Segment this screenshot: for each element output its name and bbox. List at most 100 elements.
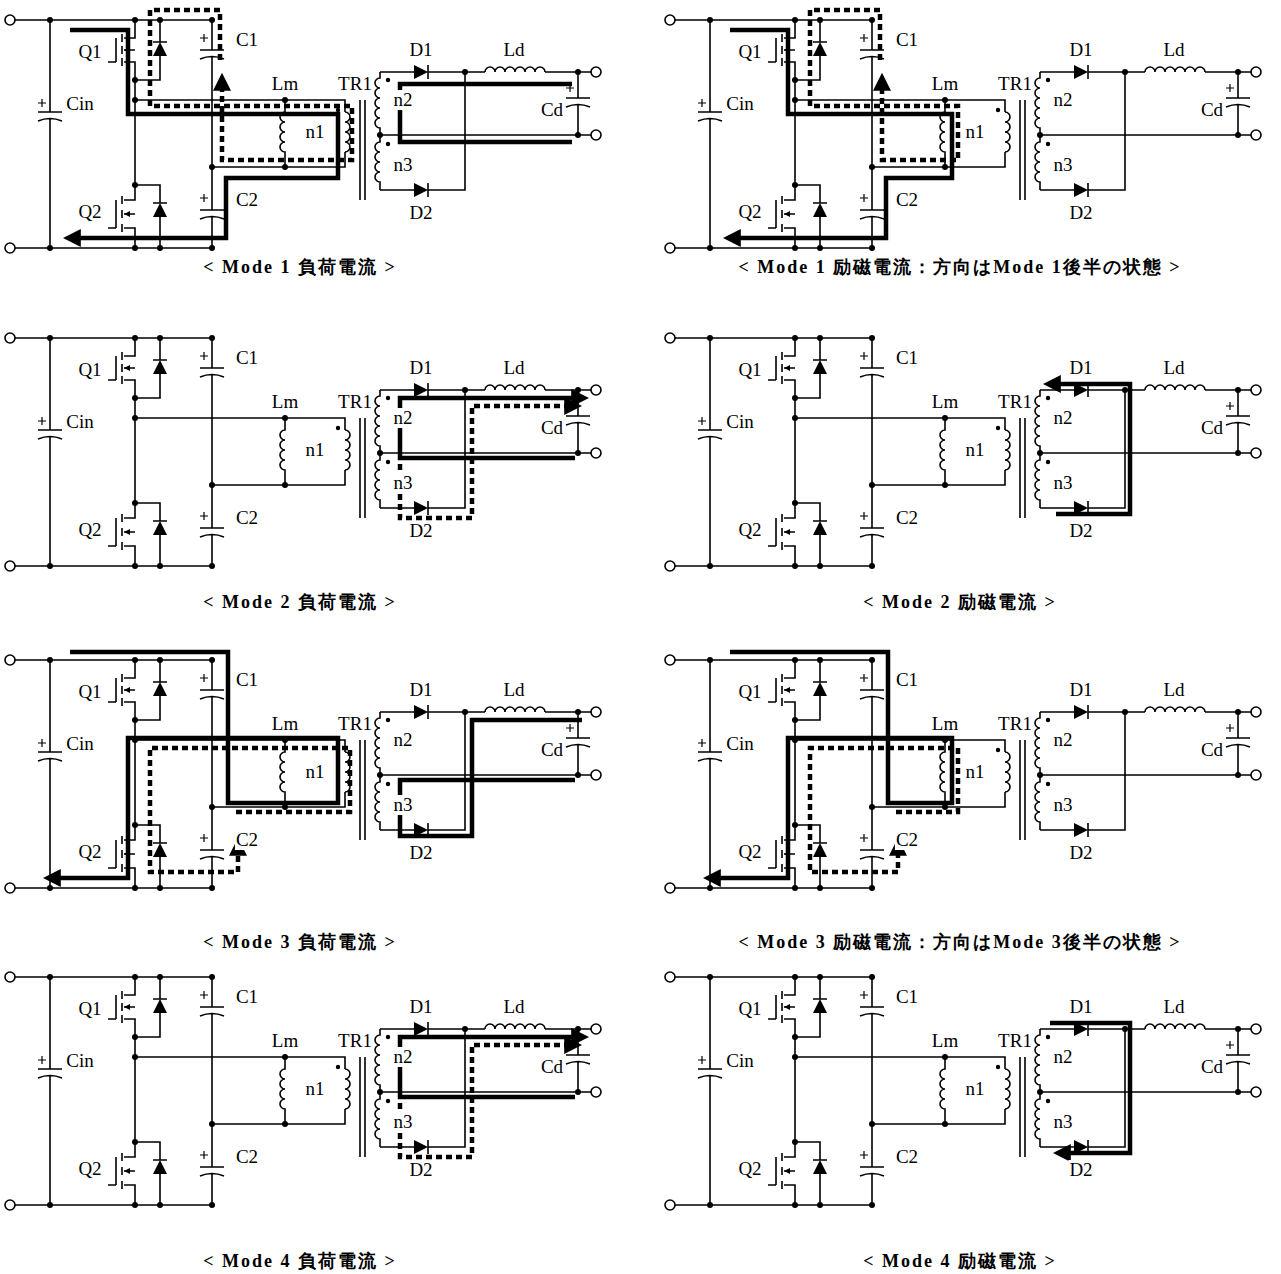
component-label: Lm <box>271 392 299 412</box>
component-label: n2 <box>1053 1047 1074 1067</box>
current-path <box>50 652 582 878</box>
component-label: Ld <box>502 997 525 1017</box>
current-path <box>710 652 958 878</box>
mode-caption: < Mode 2 負荷電流 > <box>203 592 397 614</box>
component-label: Q2 <box>737 520 762 540</box>
component-label: n1 <box>965 762 986 782</box>
current-path <box>400 1037 582 1157</box>
component-label: D1 <box>408 997 433 1017</box>
component-label: TR1 <box>997 714 1033 734</box>
component-label: n1 <box>305 762 326 782</box>
component-label: Ld <box>502 40 525 60</box>
component-label: Lm <box>271 1031 299 1051</box>
component-label: n1 <box>965 440 986 460</box>
component-label: C2 <box>895 830 919 850</box>
component-label: Cin <box>725 734 754 754</box>
component-label: Cd <box>540 418 564 438</box>
component-label: Ld <box>502 680 525 700</box>
component-label: Lm <box>931 714 959 734</box>
component-label: Q1 <box>77 682 102 702</box>
circuit-copy <box>665 15 1261 253</box>
component-label: Q1 <box>737 999 762 1019</box>
current-path <box>1050 384 1130 514</box>
component-label: C1 <box>235 30 259 50</box>
component-label: C2 <box>235 508 259 528</box>
component-label: D2 <box>408 843 433 863</box>
component-label: Cin <box>65 734 94 754</box>
current-path <box>730 10 958 238</box>
component-label: Lm <box>931 74 959 94</box>
component-label: D1 <box>1068 680 1093 700</box>
component-label: Lm <box>931 392 959 412</box>
component-label: Q2 <box>77 1159 102 1179</box>
current-path <box>400 1045 575 1157</box>
component-label: Q1 <box>77 999 102 1019</box>
component-label: Cin <box>725 1051 754 1071</box>
component-label: Ld <box>1162 358 1185 378</box>
component-label: Ld <box>1162 680 1185 700</box>
current-path <box>1050 1023 1130 1153</box>
component-label: Ld <box>1162 40 1185 60</box>
component-label: n2 <box>393 1047 414 1067</box>
component-label: D2 <box>1068 1160 1093 1180</box>
component-label: Cd <box>1200 100 1224 120</box>
component-label: Lm <box>931 1031 959 1051</box>
component-label: C2 <box>895 508 919 528</box>
current-path <box>400 406 575 518</box>
component-label: D1 <box>1068 997 1093 1017</box>
component-label: TR1 <box>337 1031 373 1051</box>
component-label: Q2 <box>737 1159 762 1179</box>
mode-caption: < Mode 3 励磁電流：方向はMode 3後半の状態 > <box>739 932 1182 954</box>
component-label: n1 <box>305 1079 326 1099</box>
component-label: n3 <box>393 473 414 493</box>
current-path <box>150 748 350 872</box>
component-label: C1 <box>235 670 259 690</box>
component-label: Ld <box>1162 997 1185 1017</box>
component-label: Q1 <box>737 682 762 702</box>
component-label: Cin <box>65 1051 94 1071</box>
current-path <box>400 720 582 836</box>
component-label: D1 <box>408 358 433 378</box>
current-path <box>730 30 952 238</box>
component-label: n2 <box>393 408 414 428</box>
component-label: D2 <box>1068 203 1093 223</box>
component-label: C1 <box>895 670 919 690</box>
circuit-copy <box>665 655 1261 893</box>
component-label: D2 <box>408 203 433 223</box>
component-label: Q2 <box>77 520 102 540</box>
component-label: Q1 <box>737 42 762 62</box>
current-path <box>1050 384 1130 514</box>
mode-caption: < Mode 1 負荷電流 > <box>203 257 397 279</box>
component-label: TR1 <box>997 74 1033 94</box>
component-label: n2 <box>393 90 414 110</box>
component-label: Cin <box>725 94 754 114</box>
component-label: C1 <box>235 348 259 368</box>
component-label: Cd <box>1200 740 1224 760</box>
mode-caption: < Mode 4 励磁電流 > <box>863 1251 1057 1273</box>
current-path <box>710 652 952 878</box>
component-label: TR1 <box>337 714 373 734</box>
circuit-copy <box>5 15 601 253</box>
component-label: n3 <box>1053 795 1074 815</box>
component-label: TR1 <box>337 74 373 94</box>
component-label: D1 <box>1068 40 1093 60</box>
component-label: Cd <box>1200 1057 1224 1077</box>
current-path <box>810 748 958 872</box>
component-label: n3 <box>1053 473 1074 493</box>
component-label: C1 <box>895 348 919 368</box>
component-label: D1 <box>408 680 433 700</box>
component-label: C1 <box>235 987 259 1007</box>
component-label: n1 <box>305 122 326 142</box>
component-label: n3 <box>393 1112 414 1132</box>
component-label: n2 <box>1053 90 1074 110</box>
component-label: Cd <box>1200 418 1224 438</box>
current-path <box>400 84 572 142</box>
component-label: D2 <box>1068 843 1093 863</box>
component-label: Q2 <box>737 842 762 862</box>
component-label: n3 <box>1053 155 1074 175</box>
component-label: n3 <box>393 155 414 175</box>
component-label: n2 <box>1053 408 1074 428</box>
current-path <box>1050 1023 1130 1153</box>
